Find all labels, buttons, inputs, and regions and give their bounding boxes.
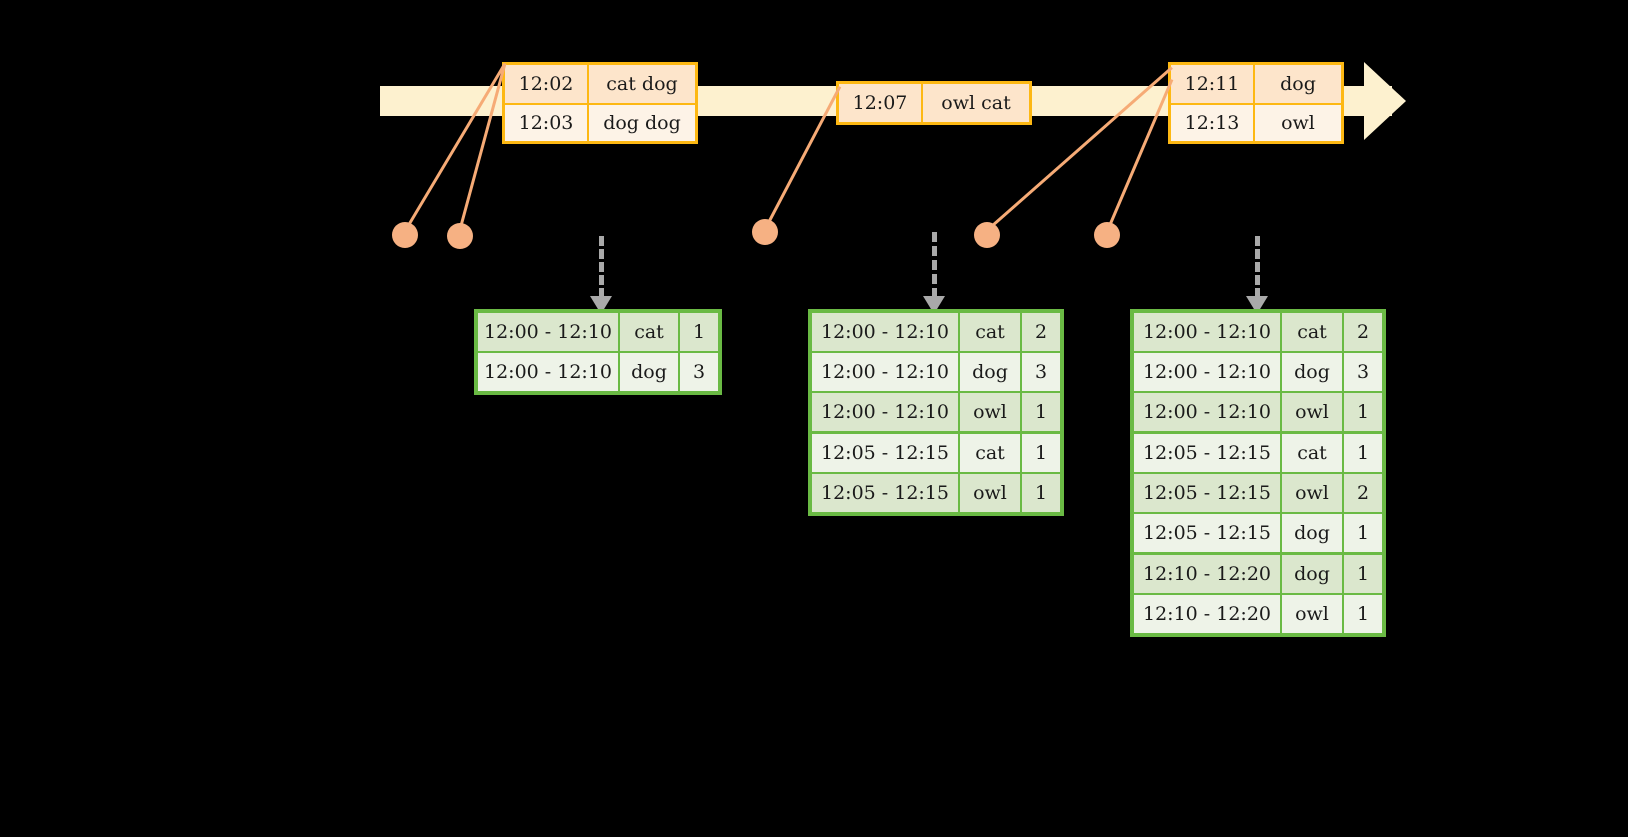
- word-cell: owl: [1282, 595, 1342, 633]
- dot-1211: [974, 222, 1000, 248]
- word-cell: dog: [1282, 353, 1342, 391]
- timeline-event-row: 12:03 dog dog: [505, 103, 695, 141]
- count-cell: 3: [680, 353, 718, 391]
- word-cell: cat: [1282, 313, 1342, 351]
- word-cell: cat: [960, 313, 1020, 351]
- word-cell: dog: [1282, 514, 1342, 552]
- word-cell: cat: [620, 313, 678, 351]
- dot-1202: [392, 222, 418, 248]
- dot-1213: [1094, 222, 1120, 248]
- event-words: owl cat: [941, 92, 1011, 114]
- window-cell: 12:00 - 12:10: [1134, 313, 1280, 351]
- count-cell: 1: [1344, 434, 1382, 472]
- event-time: 12:07: [839, 84, 923, 122]
- event-time: 12:03: [505, 105, 589, 141]
- timeline-event-box[interactable]: 12:02 cat dog 12:03 dog dog: [502, 62, 698, 144]
- window-cell: 12:00 - 12:10: [812, 393, 958, 431]
- word-cell: dog: [960, 353, 1020, 391]
- event-time: 12:11: [1171, 65, 1255, 103]
- word-cell: owl: [1282, 393, 1342, 431]
- count-cell: 1: [1344, 393, 1382, 431]
- flow-arrow-2: [923, 232, 945, 314]
- count-cell: 1: [1344, 555, 1382, 593]
- word-cell: owl: [960, 393, 1020, 431]
- event-words: owl: [1281, 112, 1315, 134]
- window-cell: 12:00 - 12:10: [812, 313, 958, 351]
- timeline-event-row: 12:02 cat dog: [505, 65, 695, 103]
- window-cell: 12:00 - 12:10: [1134, 393, 1280, 431]
- timeline-event-box[interactable]: 12:11 dog 12:13 owl: [1168, 62, 1344, 144]
- arrow-shaft: [599, 236, 604, 298]
- window-cell: 12:05 - 12:15: [1134, 434, 1280, 472]
- count-cell: 1: [1344, 595, 1382, 633]
- event-time: 12:02: [505, 65, 589, 103]
- window-cell: 12:10 - 12:20: [1134, 555, 1280, 593]
- dot-1207: [752, 219, 778, 245]
- timeline-event-row: 12:07 owl cat: [839, 84, 1029, 122]
- window-cell: 12:00 - 12:10: [812, 353, 958, 391]
- word-cell: cat: [1282, 434, 1342, 472]
- arrow-shaft: [932, 232, 937, 298]
- window-cell: 12:05 - 12:15: [1134, 474, 1280, 512]
- timeline-event-box[interactable]: 12:07 owl cat: [836, 81, 1032, 125]
- count-cell: 1: [1022, 434, 1060, 472]
- count-cell: 2: [1022, 313, 1060, 351]
- word-cell: owl: [1282, 474, 1342, 512]
- window-cell: 12:00 - 12:10: [478, 313, 618, 351]
- window-cell: 12:05 - 12:15: [812, 434, 958, 472]
- flow-arrow-1: [590, 236, 612, 314]
- count-cell: 1: [680, 313, 718, 351]
- count-cell: 1: [1022, 393, 1060, 431]
- dot-1203: [447, 223, 473, 249]
- count-cell: 2: [1344, 474, 1382, 512]
- count-cell: 1: [1022, 474, 1060, 512]
- timeline-event-row: 12:13 owl: [1171, 103, 1341, 141]
- flow-arrow-3: [1246, 236, 1268, 314]
- event-words: dog: [1280, 73, 1316, 95]
- window-cell: 12:05 - 12:15: [1134, 514, 1280, 552]
- word-cell: owl: [960, 474, 1020, 512]
- timeline-event-row: 12:11 dog: [1171, 65, 1341, 103]
- count-cell: 1: [1344, 514, 1382, 552]
- window-cell: 12:10 - 12:20: [1134, 595, 1280, 633]
- word-cell: cat: [960, 434, 1020, 472]
- event-words: dog dog: [603, 112, 681, 134]
- word-cell: dog: [620, 353, 678, 391]
- event-words: cat dog: [606, 73, 678, 95]
- window-cell: 12:00 - 12:10: [1134, 353, 1280, 391]
- count-cell: 3: [1022, 353, 1060, 391]
- window-cell: 12:00 - 12:10: [478, 353, 618, 391]
- word-cell: dog: [1282, 555, 1342, 593]
- window-cell: 12:05 - 12:15: [812, 474, 958, 512]
- timeline-arrow-head-icon: [1364, 62, 1406, 140]
- count-cell: 2: [1344, 313, 1382, 351]
- arrow-shaft: [1255, 236, 1260, 298]
- count-cell: 3: [1344, 353, 1382, 391]
- event-time: 12:13: [1171, 105, 1255, 141]
